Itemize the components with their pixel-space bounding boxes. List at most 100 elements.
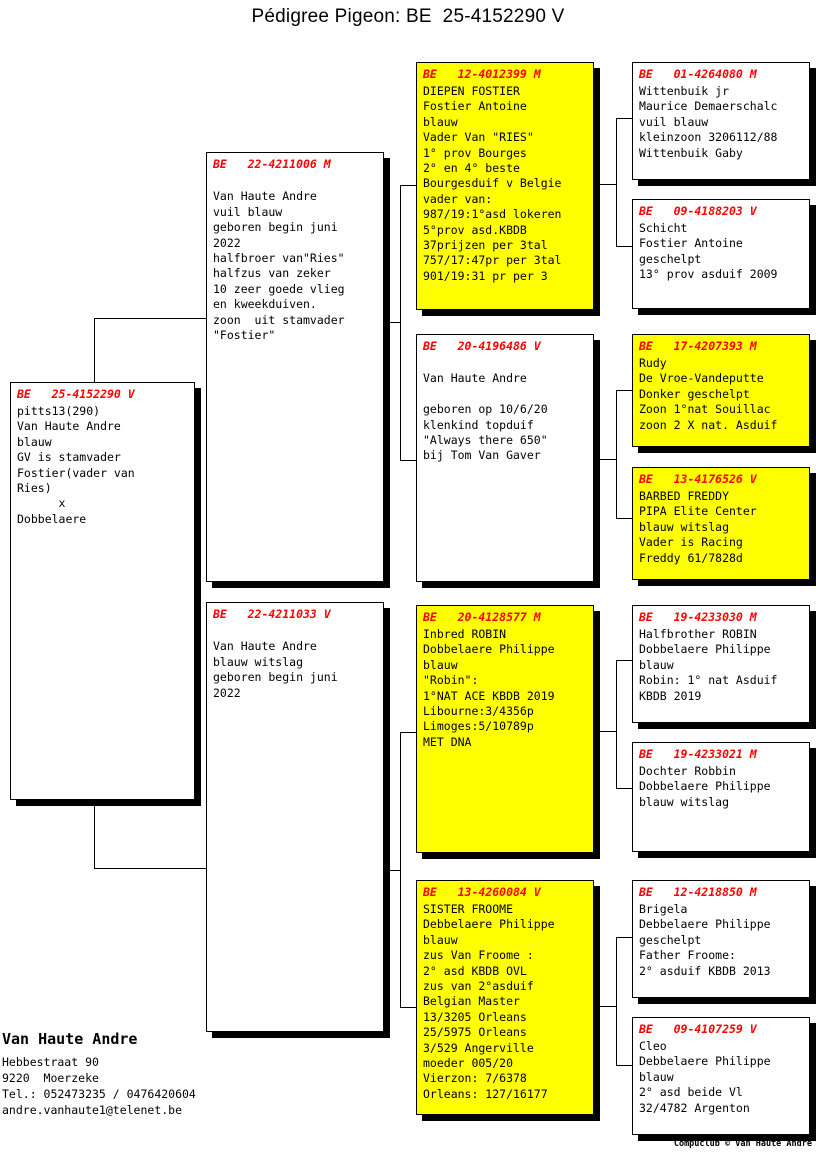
text-line: Dobbelaere Philippe — [639, 779, 771, 794]
text-line: 2° asduif KBDB 2013 — [639, 963, 771, 978]
pedigree-id-mother: BE 22-4211033 V — [213, 607, 331, 621]
text-line: BARBED FREDDY — [639, 489, 730, 503]
pedigree-id-great-grandparent-6: BE 19-4233021 M — [639, 747, 757, 761]
text-line: blauw witslag — [639, 519, 730, 534]
text-line: 5°prov asd.KBDB — [423, 222, 527, 237]
text-line: Dobbelaere Philippe — [639, 642, 771, 657]
text-line: Zoon 1°nat Souillac — [639, 402, 771, 417]
text-line: Ries) — [17, 481, 52, 496]
text-line: zus Van Froome : — [423, 948, 534, 963]
text-line: Maurice Demaerschalc — [639, 99, 778, 114]
text-line: geschelpt — [639, 251, 702, 266]
text-line: x — [17, 496, 66, 511]
text-line: Fostier Antoine — [423, 99, 527, 114]
page-title: Pédigree Pigeon: BE 25-4152290 V — [251, 6, 565, 27]
text-line: Father Froome: — [639, 948, 736, 963]
connector-g3c-stem — [600, 731, 616, 732]
connector-g3d-to-top — [616, 937, 632, 938]
connector-g3d-vertical — [616, 937, 617, 1065]
pedigree-id-maternal-grandfather: BE 20-4128577 M — [423, 610, 541, 624]
text-line: pitts13(290) — [17, 404, 101, 418]
connector-subject-to-father — [94, 318, 206, 319]
text-line: 757/17:47pr per 3tal — [423, 253, 562, 268]
text-line: Inbred ROBIN — [423, 627, 507, 641]
text-line: "Fostier" — [213, 328, 276, 343]
text-line: Dobbelaere Philippe — [423, 642, 555, 657]
text-line: Van Haute Andre — [17, 419, 121, 434]
text-line: 10 zeer goede vlieg — [213, 281, 345, 296]
text-line: halfzus van zeker — [213, 266, 331, 281]
text-line: vuil blauw — [213, 204, 283, 219]
text-line: Belgian Master — [423, 994, 520, 1009]
connector-subject-to-mother — [94, 868, 206, 869]
text-line: Freddy 61/7828d — [639, 550, 743, 565]
text-line: kleinzoon 3206112/88 — [639, 130, 778, 145]
pedigree-box-paternal-grandmother[interactable]: BE 20-4196486 V Van Haute Andre geboren … — [416, 334, 594, 582]
text-line: vader van: — [423, 191, 493, 206]
text-line: moeder 005/20 — [423, 1056, 514, 1071]
text-line: Libourne:3/4356p — [423, 704, 534, 719]
pedigree-id-great-grandparent-5: BE 19-4233030 M — [639, 610, 757, 624]
connector-mother-vertical — [400, 732, 401, 1007]
text-line: vuil blauw — [639, 114, 709, 129]
connector-father-stem — [390, 322, 400, 323]
text-line: Vierzon: 7/6378 — [423, 1071, 527, 1086]
pedigree-id-great-grandparent-4: BE 13-4176526 V — [639, 472, 757, 486]
text-line: Van Haute Andre — [213, 639, 317, 654]
pedigree-id-maternal-grandmother: BE 13-4260084 V — [423, 885, 541, 899]
text-line: Dobbelaere — [17, 511, 87, 526]
connector-g3d-to-bottom — [616, 1065, 632, 1066]
pedigree-box-subject[interactable]: BE 25-4152290 V pitts13(290)Van Haute An… — [10, 382, 195, 800]
connector-g3a-vertical — [616, 118, 617, 246]
text-line: zus van 2°asduif — [423, 979, 534, 994]
text-line: Limoges:5/10789p — [423, 719, 534, 734]
text-line: blauw — [17, 434, 52, 449]
text-line: Hebbestraat 90 — [2, 1055, 99, 1069]
text-line: Orleans: 127/16177 — [423, 1086, 548, 1101]
pedigree-id-great-grandparent-8: BE 09-4107259 V — [639, 1022, 757, 1036]
text-line: halfbroer van"Ries" — [213, 251, 345, 266]
pedigree-id-great-grandparent-3: BE 17-4207393 M — [639, 339, 757, 353]
connector-g3b-stem — [600, 459, 616, 460]
text-line: 9220 Moerzeke — [2, 1071, 99, 1085]
text-line: Van Haute Andre — [423, 371, 527, 386]
text-line: 2° asd KBDB OVL — [423, 963, 527, 978]
text-line: 1° prov Bourges — [423, 145, 527, 160]
text-line: Debbelaere Philippe — [423, 917, 555, 932]
text-line: Dochter Robbin — [639, 764, 736, 778]
text-line: 987/19:1°asd lokeren — [423, 207, 562, 222]
connector-father-to-gf — [400, 185, 416, 186]
text-line: blauw — [423, 932, 458, 947]
text-line: 901/19:31 pr per 3 — [423, 268, 548, 283]
text-line: "Robin": — [423, 673, 479, 688]
text-line: 13/3205 Orleans — [423, 1009, 527, 1024]
text-line: Bourgesduif v Belgie — [423, 176, 562, 191]
text-line: Cleo — [639, 1039, 667, 1053]
